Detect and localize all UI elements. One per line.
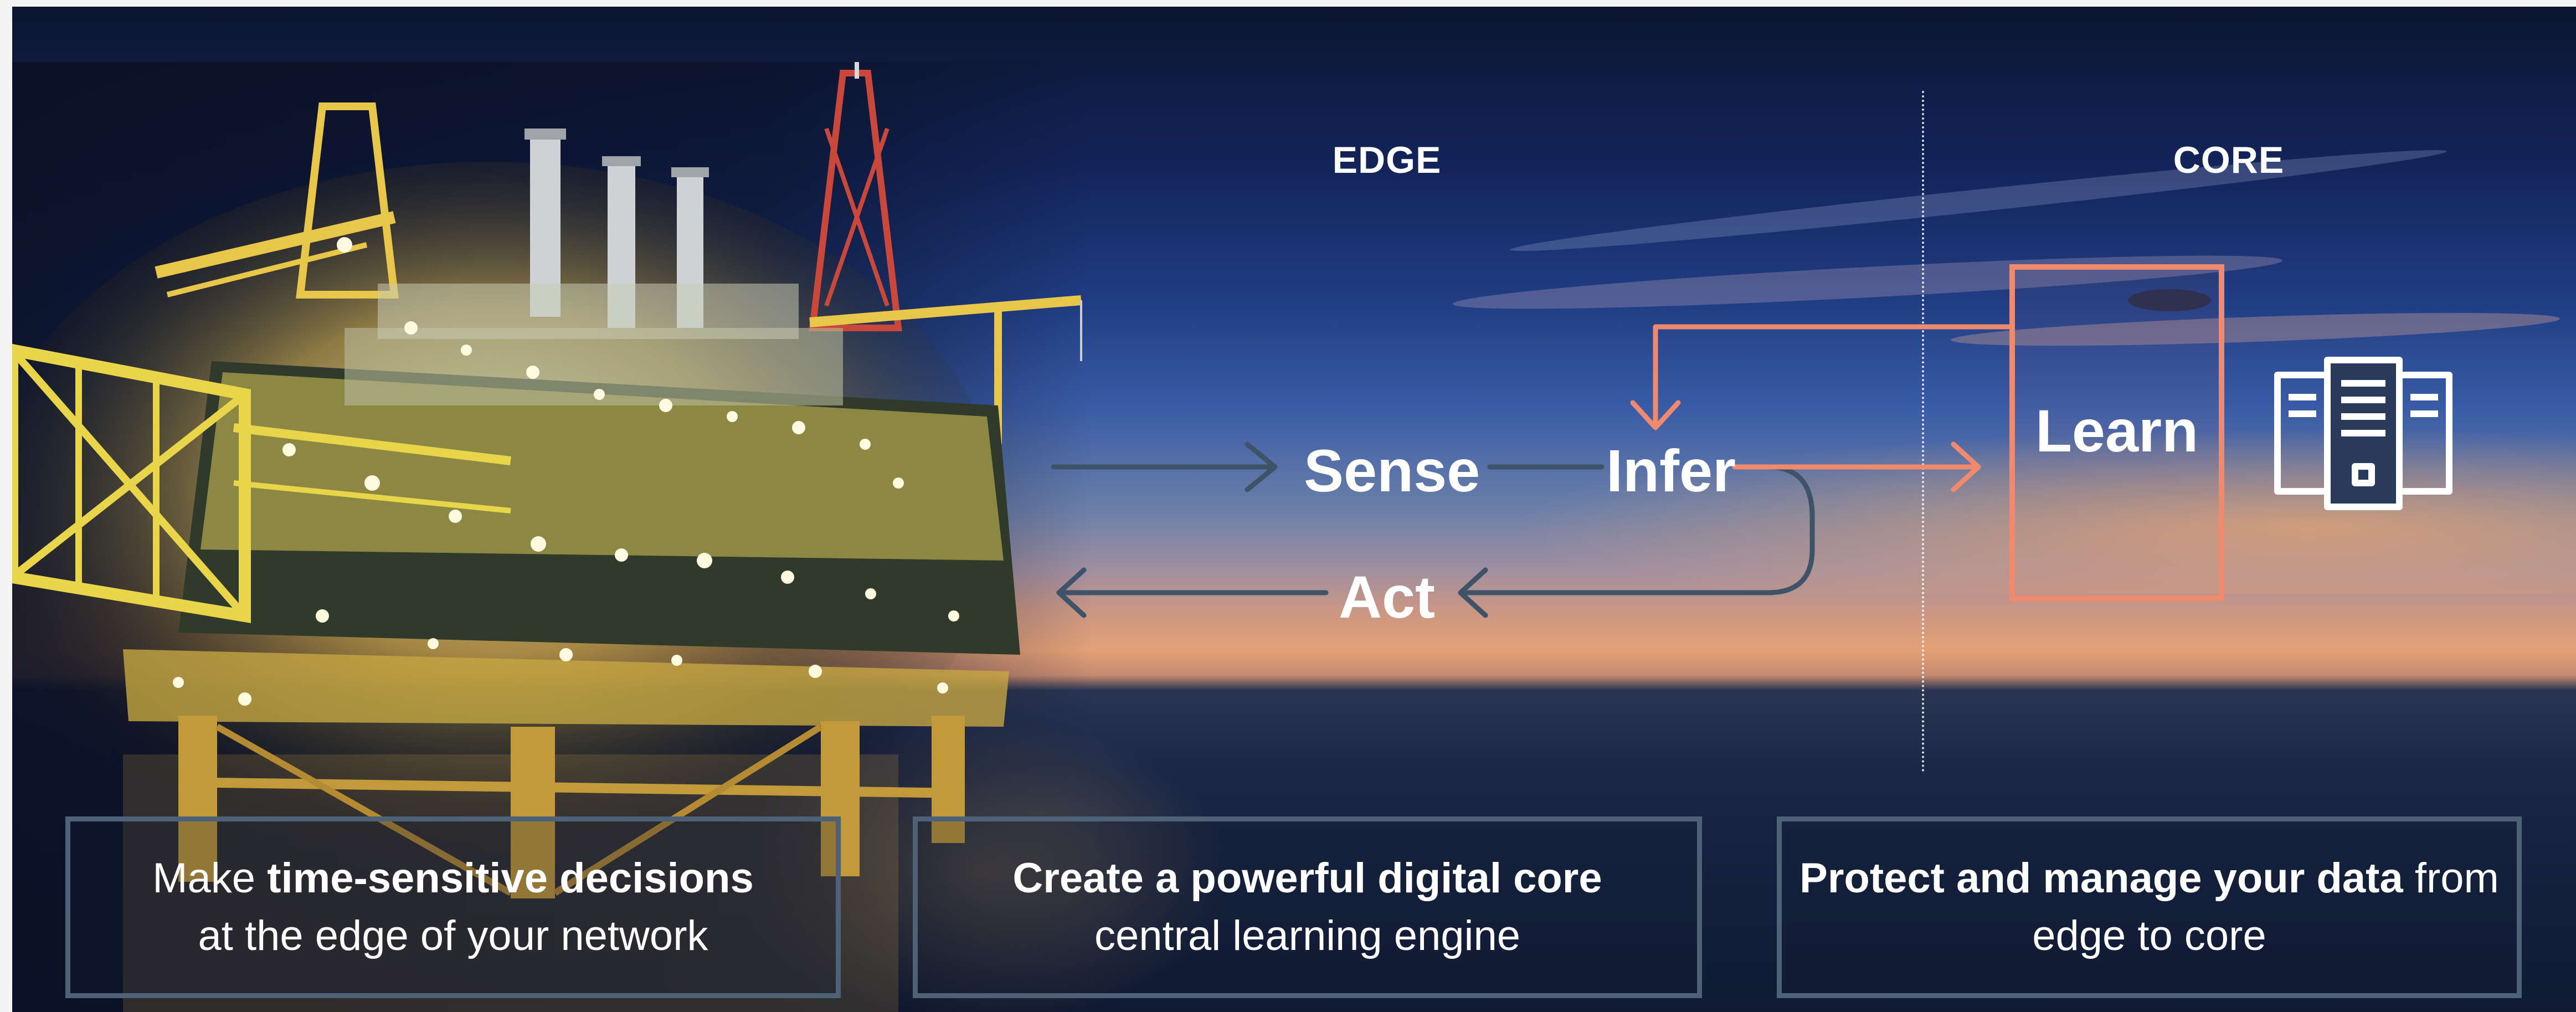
flow-diagram xyxy=(1051,324,2012,618)
infer-act-loop xyxy=(1458,464,1815,595)
learn-label: Learn xyxy=(2035,397,2199,464)
edge-label: EDGE xyxy=(1332,139,1442,181)
slide: EDGE CORE Sense Infer Act Learn xyxy=(12,7,2576,1012)
card-highlight: Protect and manage your data xyxy=(1799,855,2403,902)
card-line-2: edge to core xyxy=(2032,912,2266,959)
digital-core-card: Create a powerful digital core central l… xyxy=(913,816,1702,998)
card-line-1: Protect and manage your data from xyxy=(1799,850,2499,907)
edge-decisions-card: Make time-sensitive decisions at the edg… xyxy=(65,816,841,998)
infer-learn-arrowhead xyxy=(1951,441,1981,492)
card-highlight: time-sensitive decisions xyxy=(267,855,754,902)
act-output-arrowhead xyxy=(1056,567,1087,618)
card-line-1: Create a powerful digital core xyxy=(1012,850,1602,907)
infer-label: Infer xyxy=(1606,437,1736,504)
card-line-2: at the edge of your network xyxy=(198,912,708,959)
learn-feedback-arrowhead xyxy=(1630,400,1681,430)
act-label: Act xyxy=(1339,563,1436,630)
sense-label: Sense xyxy=(1304,437,1480,504)
learn-box xyxy=(2009,264,2224,601)
edge-core-divider xyxy=(1922,91,1924,772)
cloud xyxy=(2128,289,2211,311)
core-label: CORE xyxy=(2173,139,2285,181)
learn-feedback-arrow xyxy=(1653,324,2012,428)
card-line-1: Make time-sensitive decisions xyxy=(152,850,754,907)
server-icon xyxy=(2274,357,2452,510)
data-protection-card: Protect and manage your data from edge t… xyxy=(1777,816,2522,998)
card-text: from xyxy=(2403,855,2499,902)
card-text: Make xyxy=(152,855,268,902)
act-arrowhead xyxy=(1458,567,1488,618)
card-highlight: Create a powerful digital core xyxy=(1012,855,1602,902)
card-line-2: central learning engine xyxy=(1094,912,1520,959)
sense-input-arrowhead xyxy=(1245,441,1278,492)
oil-platform-image xyxy=(12,62,1092,1012)
